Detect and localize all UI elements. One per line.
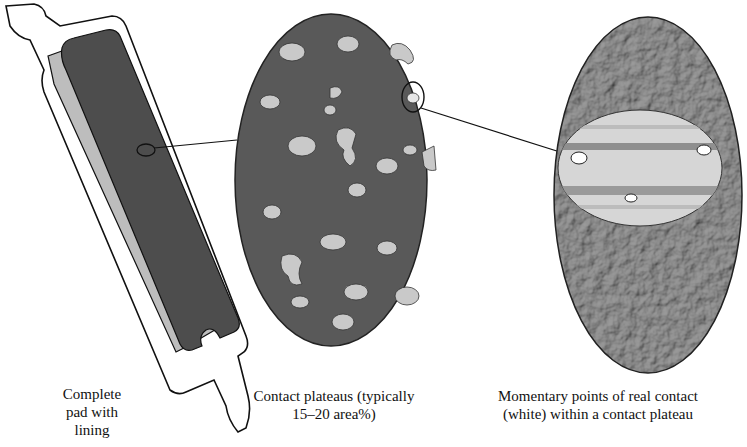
contact-plateau bbox=[407, 93, 419, 103]
real-contact-point bbox=[625, 194, 637, 202]
contact-plateau bbox=[330, 87, 342, 99]
contact-plateau bbox=[336, 128, 356, 166]
contact-plateau bbox=[279, 43, 305, 61]
contact-plateau bbox=[403, 145, 417, 155]
contact-plateau bbox=[332, 314, 354, 330]
figure-caption: Complete pad with lining bbox=[52, 385, 132, 439]
contact-plateau bbox=[337, 36, 359, 52]
contact-plateau bbox=[288, 136, 316, 156]
plateau-view bbox=[235, 14, 427, 346]
contact-plateau bbox=[260, 95, 280, 109]
figure-caption: Momentary points of real contact (white)… bbox=[478, 387, 718, 423]
contact-plateau bbox=[291, 296, 309, 308]
contact-plateau bbox=[376, 158, 398, 174]
leader-line bbox=[421, 108, 560, 152]
surface-texture bbox=[550, 15, 747, 375]
contact-plateau bbox=[390, 43, 414, 64]
detail-marker bbox=[137, 144, 155, 156]
real-contact-point bbox=[697, 145, 711, 155]
figure-caption: Contact plateaus (typically 15–20 area%) bbox=[250, 387, 418, 423]
contact-plateau bbox=[263, 205, 281, 219]
contact-plateau bbox=[281, 254, 302, 285]
real-contact-point bbox=[571, 152, 587, 164]
rough-surface bbox=[550, 15, 747, 375]
contact-plateau bbox=[348, 183, 366, 197]
contact-plateau bbox=[320, 234, 346, 250]
contact-plateau bbox=[422, 146, 436, 171]
contact-plateau bbox=[377, 241, 397, 255]
contact-plateau bbox=[395, 287, 419, 305]
contact-plateau bbox=[344, 284, 368, 300]
wear-grooves bbox=[550, 125, 730, 209]
lining-face bbox=[62, 30, 240, 351]
contact-plateau bbox=[324, 105, 336, 115]
detail-marker bbox=[402, 82, 424, 112]
contact-plateaus bbox=[260, 36, 436, 330]
backing-plate bbox=[6, 4, 250, 432]
leader-line bbox=[154, 140, 237, 148]
